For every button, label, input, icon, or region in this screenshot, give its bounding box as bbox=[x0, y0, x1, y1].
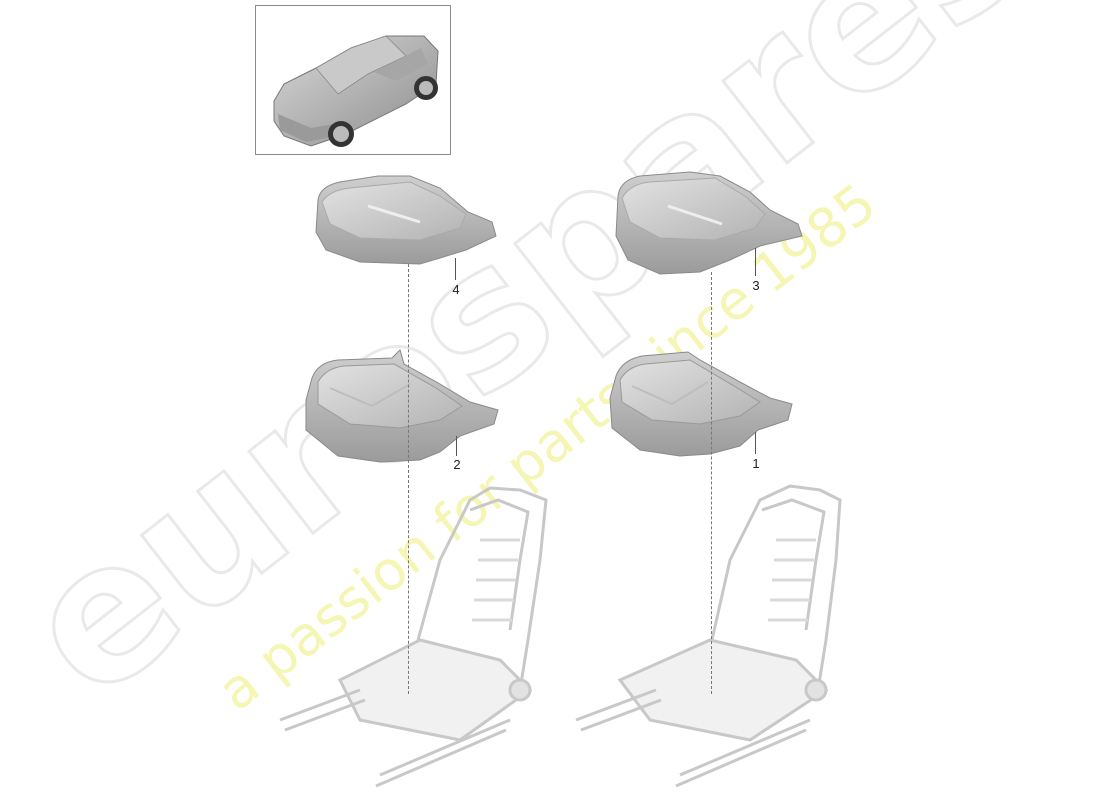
part-2-base-cushion bbox=[305, 349, 499, 463]
left-seat-frame bbox=[279, 486, 548, 788]
callout-3: 3 bbox=[752, 278, 760, 293]
part-4-cushion bbox=[315, 175, 497, 265]
part-3-cushion bbox=[615, 171, 803, 275]
callout-1: 1 bbox=[752, 456, 760, 471]
callout-3-leader bbox=[755, 248, 756, 276]
assembly-line-left bbox=[408, 264, 409, 694]
right-seat-frame bbox=[575, 484, 842, 788]
assembly-line-right bbox=[711, 272, 712, 694]
car-suv-icon bbox=[273, 35, 439, 147]
callout-2-leader bbox=[456, 436, 457, 456]
vehicle-thumbnail bbox=[255, 5, 451, 155]
callout-4-leader bbox=[455, 258, 456, 280]
callout-4: 4 bbox=[452, 282, 460, 297]
part-1-base-cushion bbox=[609, 351, 793, 457]
callout-2: 2 bbox=[453, 457, 461, 472]
callout-1-leader bbox=[755, 432, 756, 454]
